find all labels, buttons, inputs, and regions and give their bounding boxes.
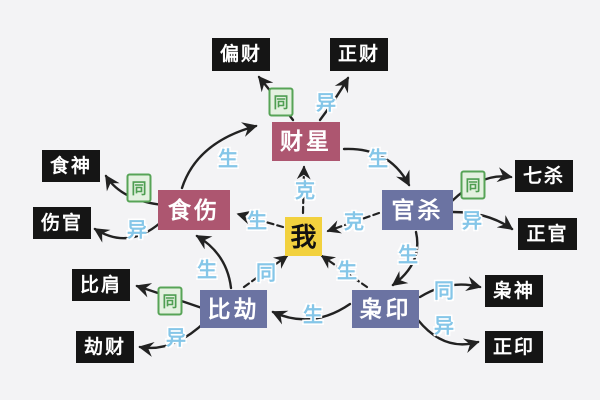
leaf-bijian: 比肩: [72, 269, 130, 301]
arrow-xiaoyin-bijie: [271, 302, 352, 325]
leaf-piancai: 偏财: [212, 38, 270, 71]
arrow-bijie-jiecai: [138, 320, 207, 357]
edge-label-yi-bijie-jiecai: 异: [166, 327, 186, 350]
edge-label-tong-guansha-qisha: 同: [460, 170, 486, 200]
node-bijie: 比劫: [200, 290, 267, 328]
leaf-qisha: 七杀: [515, 160, 573, 192]
arrow-caixing-guansha: [342, 147, 411, 187]
node-shishang: 食伤: [158, 190, 230, 230]
arrow-caixing-zhengcai: [318, 76, 350, 122]
edge-label-tong-bijie-wo: 同: [256, 262, 276, 285]
node-guansha: 官杀: [382, 190, 453, 230]
arrow-wo-caixing: [296, 165, 311, 215]
arrow-bijie-wo: [242, 254, 289, 289]
node-caixing: 财星: [272, 122, 340, 161]
arrow-wo-shishang: [236, 210, 285, 229]
edge-label-sheng-xiaoyin-wo: 生: [337, 260, 357, 283]
edge-label-tong-shishang-shishen: 同: [126, 173, 152, 203]
arrow-shishang-caixing: [180, 122, 258, 190]
leaf-zhengcai: 正财: [330, 38, 388, 71]
edge-label-sheng-xiaoyin-bijie: 生: [303, 304, 323, 327]
edge-label-sheng-wo-shishang: 生: [247, 210, 267, 233]
arrow-guansha-xiaoyin: [391, 230, 419, 287]
edge-label-tong-xiaoyin-xiaoshen: 同: [434, 280, 454, 303]
edge-label-sheng-caixing-guansha: 生: [368, 148, 388, 171]
leaf-shishen: 食神: [42, 150, 100, 182]
edge-label-yi-guansha-zhengguan: 异: [462, 210, 482, 233]
edge-label-sheng-bijie-shishang: 生: [197, 259, 217, 282]
edge-label-yi-shishang-shangguan: 异: [127, 219, 147, 242]
leaf-jiecai: 劫财: [76, 331, 134, 363]
arrow-guansha-zhengguan: [451, 210, 514, 231]
edge-label-ke-guansha-wo: 克: [344, 211, 364, 234]
edge-label-yi-caixing-zhengcai: 异: [316, 92, 336, 115]
edge-label-yi-xiaoyin-zhengyin: 异: [434, 315, 454, 338]
edge-label-sheng-guansha-xiaoyin: 生: [398, 244, 418, 267]
edge-label-tong-bijie-bijian: 同: [157, 286, 183, 316]
leaf-xiaoshen: 枭神: [485, 275, 543, 307]
leaf-shangguan: 伤官: [33, 207, 91, 239]
leaf-zhengyin: 正印: [485, 331, 543, 363]
node-xiaoyin: 枭印: [352, 290, 419, 328]
edge-label-sheng-shishang-caixing: 生: [218, 148, 238, 171]
arrow-bijie-shishang: [195, 234, 233, 290]
edge-label-ke-wo-caixing: 克: [295, 180, 315, 203]
arrow-shishang-shangguan: [93, 221, 162, 243]
arrow-xiaoyin-wo: [320, 254, 369, 289]
arrow-guansha-wo: [326, 211, 381, 234]
arrow-xiaoyin-zhengyin: [416, 318, 480, 354]
arrow-xiaoyin-xiaoshen: [418, 276, 482, 299]
edge-label-tong-caixing-piancai: 同: [268, 87, 294, 117]
leaf-zhengguan: 正官: [518, 218, 577, 250]
node-wo-center: 我: [285, 217, 322, 256]
